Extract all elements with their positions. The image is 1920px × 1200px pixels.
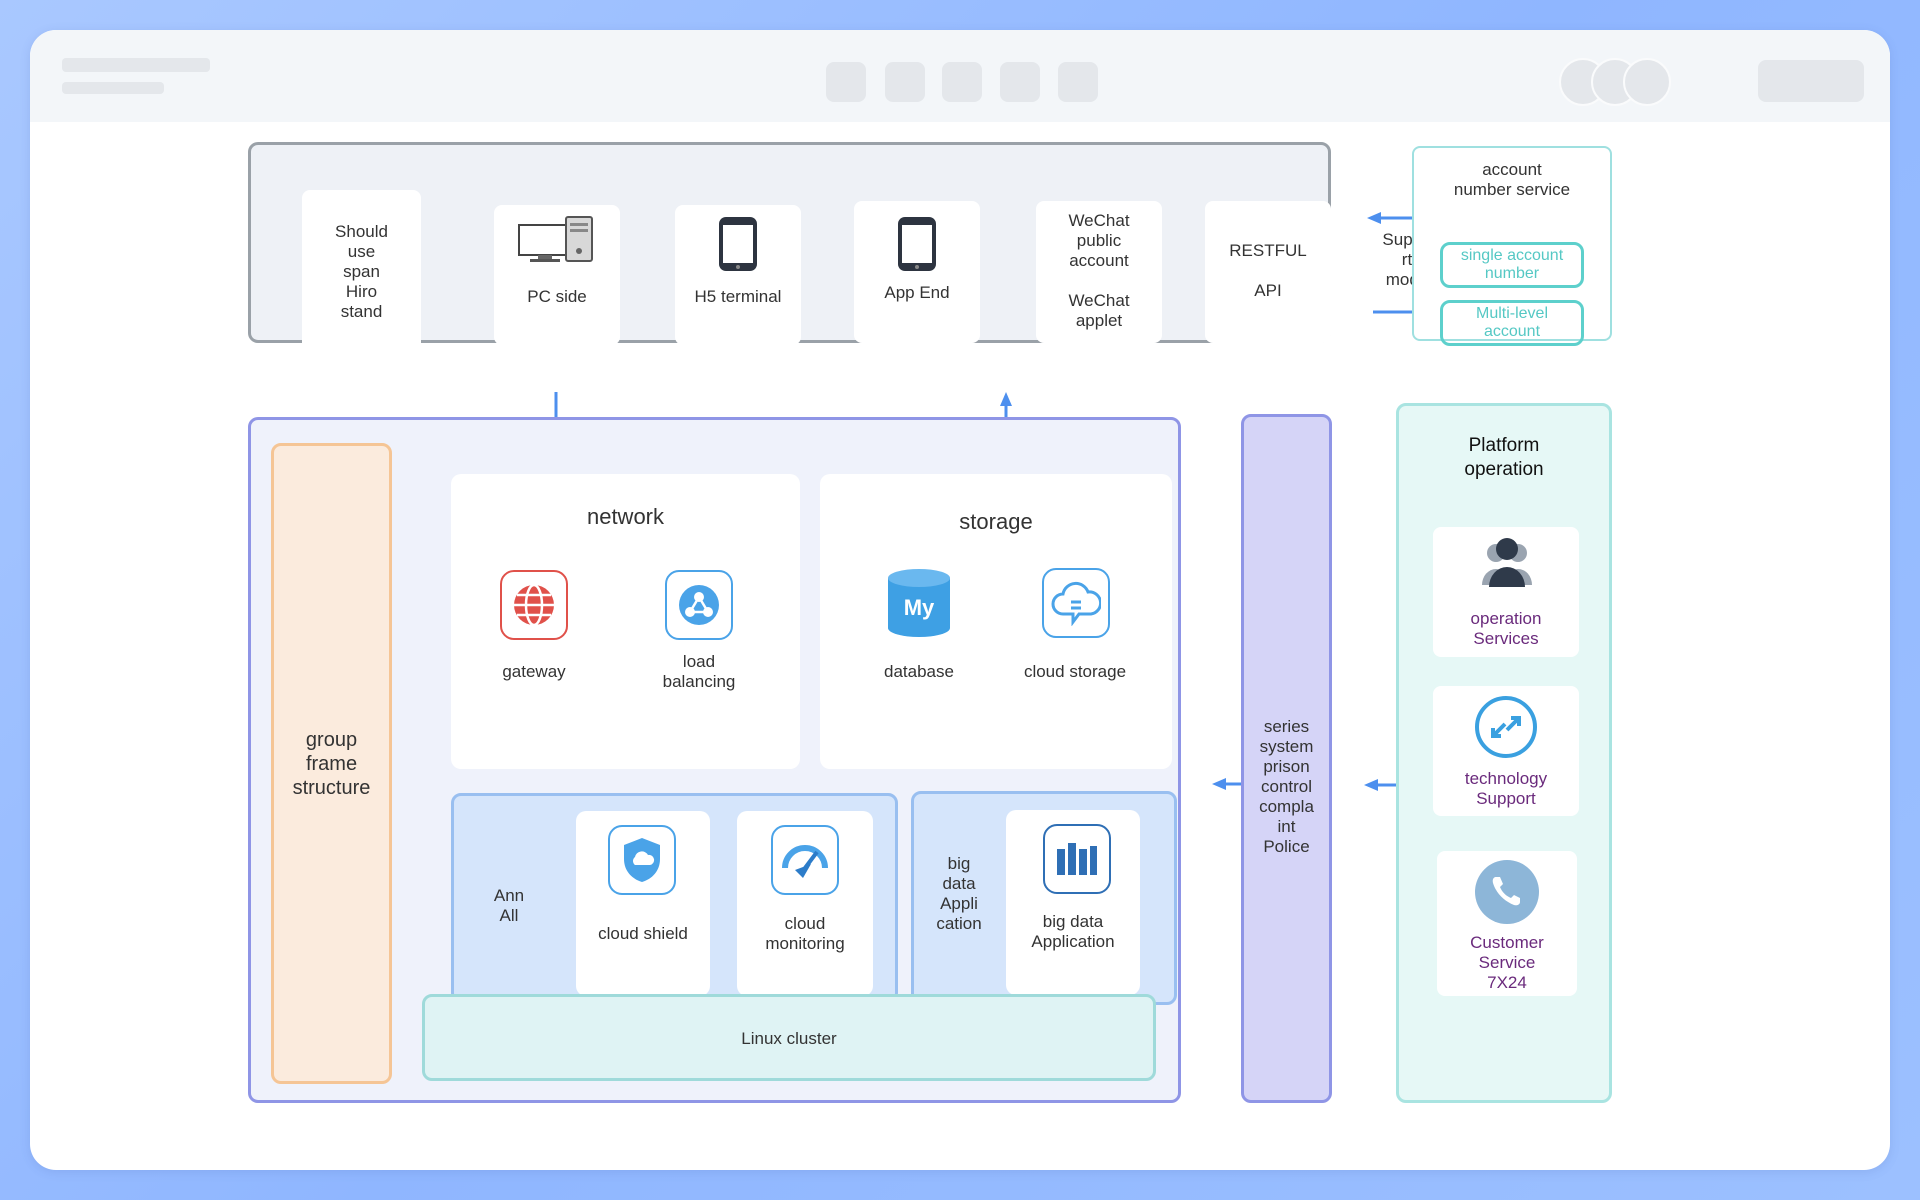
app-label: App End xyxy=(884,283,950,302)
operation-services-label: operation Services xyxy=(1470,609,1542,648)
h5-card: H5 terminal xyxy=(675,205,801,345)
platform-title: Platform operation xyxy=(1464,435,1544,480)
span-label: Should use span Hiro stand xyxy=(335,222,388,321)
technology-support-label: technology Support xyxy=(1464,769,1548,808)
database-label: database xyxy=(884,662,954,681)
subtitle-placeholder xyxy=(62,82,164,94)
phone-icon xyxy=(719,217,757,271)
restful-label: RESTFUL API xyxy=(1229,241,1307,300)
svg-text:My: My xyxy=(904,595,935,620)
storage-panel: storage My database cloud storage xyxy=(820,474,1172,769)
cloud-shield-card: cloud shield xyxy=(576,811,710,996)
series-label: series system prison control compla int … xyxy=(1259,717,1314,856)
single-account-badge[interactable]: single account number xyxy=(1440,242,1584,288)
storage-title: storage xyxy=(959,509,1033,534)
user-group-icon xyxy=(1482,538,1532,587)
bigdata-label: big data Appli cation xyxy=(936,854,982,933)
security-label: Ann All xyxy=(493,886,525,925)
app-card: App End xyxy=(854,201,980,343)
phone-call-icon xyxy=(1475,860,1539,924)
gateway-icon xyxy=(500,570,568,640)
shield-icon xyxy=(608,825,676,895)
account-service-panel: account number service single account nu… xyxy=(1412,146,1612,346)
wechat-card: WeChat public account WeChat applet xyxy=(1036,201,1162,343)
cloud-storage-label: cloud storage xyxy=(1023,662,1127,681)
operation-services-card: operation Services xyxy=(1433,527,1579,657)
toolbar-button[interactable] xyxy=(885,62,925,102)
bigdata-app-card: big data Application xyxy=(1006,810,1140,995)
network-panel: network gateway load balancing xyxy=(451,474,800,769)
series-system-column: series system prison control compla int … xyxy=(1241,414,1332,1103)
h5-label: H5 terminal xyxy=(694,287,782,306)
group-label: group frame structure xyxy=(292,729,371,799)
account-service-title: account number service xyxy=(1453,160,1571,199)
technology-support-card: technology Support xyxy=(1433,686,1579,816)
title-placeholder xyxy=(62,58,210,72)
top-bar xyxy=(30,30,1890,122)
monitoring-icon xyxy=(771,825,839,895)
cloud-shield-label: cloud shield xyxy=(598,924,688,943)
action-button[interactable] xyxy=(1758,60,1864,102)
remote-support-icon xyxy=(1475,696,1537,758)
bigdata-icon xyxy=(1043,824,1111,894)
linux-cluster-label: Linux cluster xyxy=(741,1029,837,1048)
bigdata-app-label: big data Application xyxy=(1031,912,1115,951)
customer-service-label: Customer Service 7X24 xyxy=(1470,933,1544,992)
load-balancing-label: load balancing xyxy=(662,652,736,691)
load-balancing-icon xyxy=(665,570,733,640)
cloud-monitoring-label: cloud monitoring xyxy=(765,914,845,953)
database-icon: My xyxy=(888,569,950,637)
span-card: Should use span Hiro stand xyxy=(302,190,421,356)
cloud-storage-icon xyxy=(1042,568,1110,638)
toolbar-button[interactable] xyxy=(826,62,866,102)
toolbar-button[interactable] xyxy=(942,62,982,102)
phone-icon xyxy=(898,217,936,271)
wechat-label: WeChat public account WeChat applet xyxy=(1068,211,1130,330)
group-frame-structure: group frame structure xyxy=(271,443,392,1084)
cloud-monitoring-card: cloud monitoring xyxy=(737,811,873,996)
restful-card: RESTFUL API xyxy=(1205,201,1331,343)
computer-icon xyxy=(518,216,593,262)
pc-label: PC side xyxy=(527,287,587,306)
toolbar-button[interactable] xyxy=(1058,62,1098,102)
pc-card: PC side xyxy=(494,205,620,345)
platform-operation-panel: Platform operation operation Services te… xyxy=(1396,403,1612,1103)
avatar[interactable] xyxy=(1623,58,1671,106)
network-title: network xyxy=(586,504,665,529)
toolbar-button[interactable] xyxy=(1000,62,1040,102)
gateway-label: gateway xyxy=(502,662,566,681)
multi-level-account-badge[interactable]: Multi-level account xyxy=(1440,300,1584,346)
linux-cluster: Linux cluster xyxy=(422,994,1156,1081)
customer-service-card: Customer Service 7X24 xyxy=(1437,851,1577,996)
